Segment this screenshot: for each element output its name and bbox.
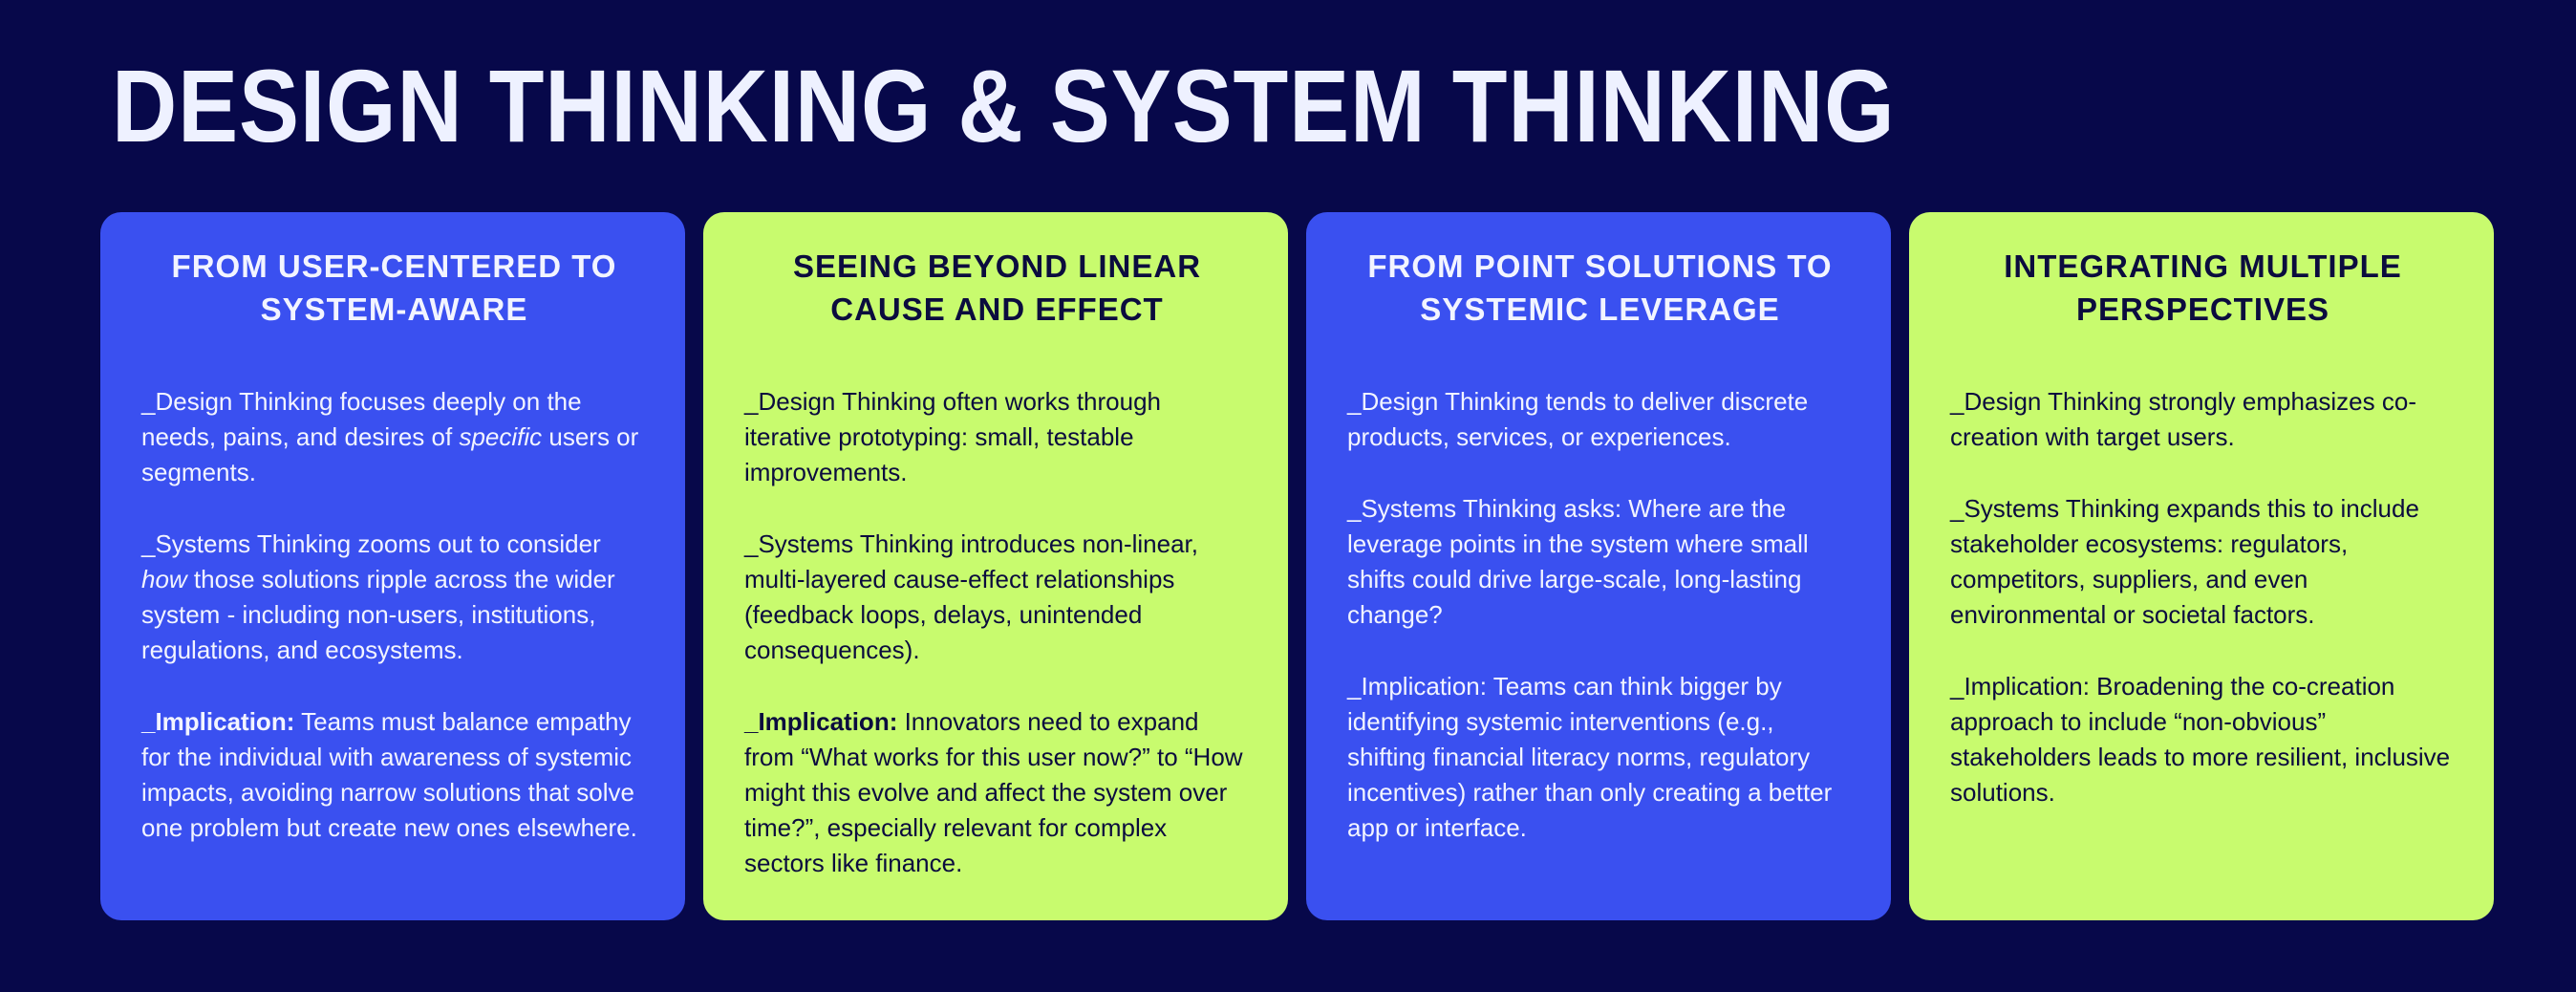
card-beyond-linear: SEEING BEYOND LINEAR CAUSE AND EFFECT _D… [703,212,1288,920]
card-paragraph: _Implication: Innovators need to expand … [744,704,1250,881]
card-paragraph: _Systems Thinking introduces non-linear,… [744,529,1198,664]
card-paragraph: _Implication: Teams must balance empathy… [141,704,647,846]
card-paragraph: _Design Thinking focuses deeply on the n… [141,384,647,490]
card-paragraph: _Systems Thinking expands this to includ… [1950,494,2419,629]
page-title: DESIGN THINKING & SYSTEM THINKING [112,48,1896,163]
card-paragraph: _Design Thinking often works through ite… [744,387,1161,486]
text: _Systems Thinking zooms out to consider [141,529,601,558]
card-systemic-leverage: FROM POINT SOLUTIONS TO SYSTEMIC LEVERAG… [1306,212,1891,920]
text: Teams must balance empathy for the indiv… [141,707,637,842]
card-paragraph: _Systems Thinking asks: Where are the le… [1347,494,1809,629]
card-paragraph: _Design Thinking strongly emphasizes co-… [1950,387,2416,451]
card-heading: INTEGRATING MULTIPLE PERSPECTIVES [2004,248,2402,327]
emphasis-text: how [141,565,187,593]
text: Innovators need to expand from “What wor… [744,707,1243,877]
card-multiple-perspectives: INTEGRATING MULTIPLE PERSPECTIVES _Desig… [1909,212,2494,920]
card-user-centered: FROM USER-CENTERED TO SYSTEM-AWARE _Desi… [100,212,685,920]
text: users or segments. [141,422,639,486]
implication-label: _Implication: [744,707,898,736]
cards-row: FROM USER-CENTERED TO SYSTEM-AWARE _Desi… [100,212,2494,920]
card-paragraph: _Systems Thinking zooms out to consider … [141,527,647,668]
emphasis-text: specific [459,422,543,451]
card-paragraph: _Design Thinking tends to deliver discre… [1347,387,1809,451]
card-heading: SEEING BEYOND LINEAR CAUSE AND EFFECT [792,248,1202,327]
card-paragraph: _Implication: Teams can think bigger by … [1347,672,1833,842]
implication-label: _Implication: [141,707,295,736]
card-heading: FROM USER-CENTERED TO SYSTEM-AWARE [171,248,617,327]
card-heading: FROM POINT SOLUTIONS TO SYSTEMIC LEVERAG… [1367,248,1833,327]
card-paragraph: _Implication: Broadening the co-creation… [1950,672,2451,807]
text: those solutions ripple across the wider … [141,565,615,664]
text: _Design Thinking focuses deeply on the n… [141,387,582,451]
